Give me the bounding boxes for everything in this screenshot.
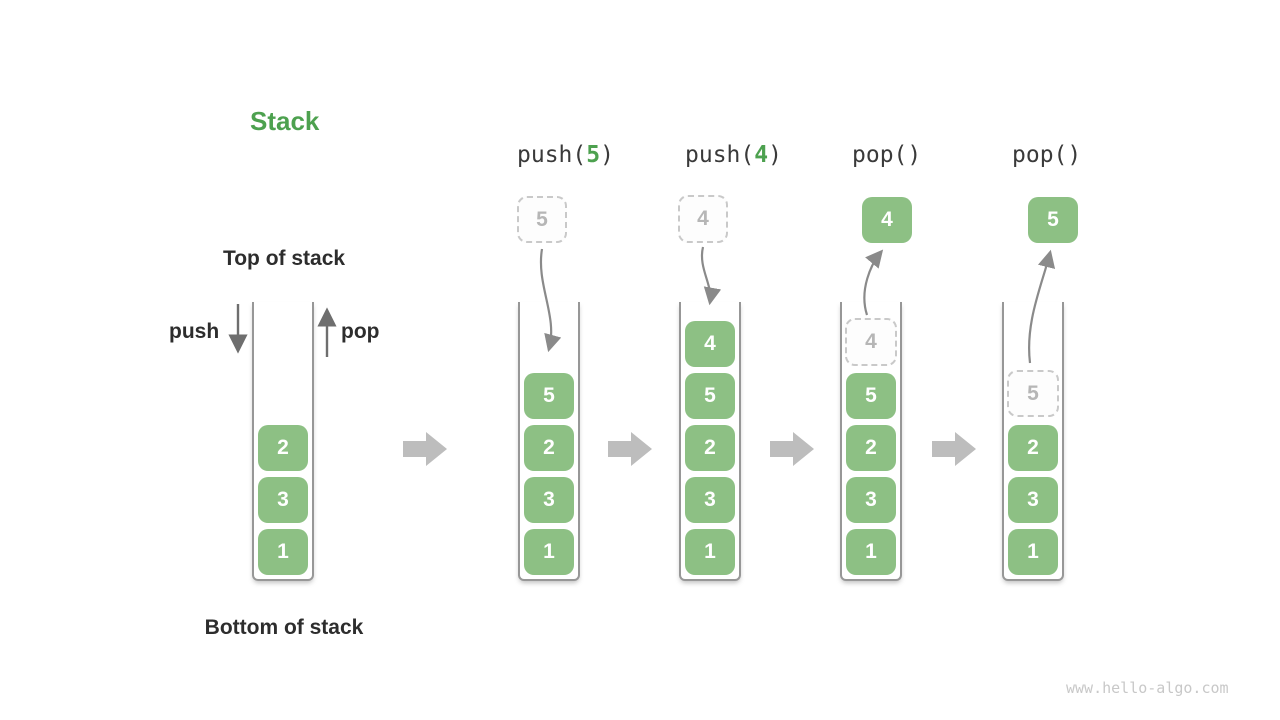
stack-element: 1 <box>846 529 896 575</box>
flow-arrow-icon <box>770 432 814 466</box>
popped-value-box: 4 <box>862 197 912 243</box>
flow-arrow-icon <box>403 432 447 466</box>
stack-element: 2 <box>524 425 574 471</box>
popped-value-box: 5 <box>1028 197 1078 243</box>
op-text: ) <box>600 142 614 168</box>
op-text: push( <box>685 142 755 168</box>
op-label-push-4: push(4) <box>685 142 782 168</box>
op-arg: 4 <box>754 142 769 168</box>
bottom-of-stack-label: Bottom of stack <box>204 616 364 639</box>
stack-element: 1 <box>524 529 574 575</box>
watermark: www.hello-algo.com <box>1066 679 1229 697</box>
flow-arrow-icon <box>608 432 652 466</box>
pop-label: pop <box>341 320 380 343</box>
stack-element: 1 <box>258 529 308 575</box>
op-text: ) <box>1067 142 1082 168</box>
op-text: pop( <box>1012 142 1068 168</box>
op-label-pop-1: pop() <box>852 142 921 168</box>
stack-element: 2 <box>685 425 735 471</box>
pending-value-box: 5 <box>517 196 567 243</box>
stack-element: 1 <box>685 529 735 575</box>
stack-element: 3 <box>258 477 308 523</box>
op-text: push( <box>517 142 587 168</box>
ghost-value-box: 5 <box>1007 370 1059 417</box>
stack-element: 2 <box>258 425 308 471</box>
stack-element: 5 <box>685 373 735 419</box>
push-insert-arrow-2 <box>700 246 722 306</box>
op-arg: 5 <box>586 142 601 168</box>
stack-element: 3 <box>1008 477 1058 523</box>
stack-element: 1 <box>1008 529 1058 575</box>
stack-element: 3 <box>524 477 574 523</box>
stack-element: 3 <box>685 477 735 523</box>
op-label-pop-2: pop() <box>1012 142 1081 168</box>
op-text: pop( <box>852 142 908 168</box>
push-label: push <box>169 320 220 343</box>
op-label-push-5: push(5) <box>517 142 614 168</box>
op-text: ) <box>768 142 782 168</box>
pending-value-box: 4 <box>678 195 728 243</box>
diagram-title: Stack <box>250 106 320 136</box>
stack-element: 2 <box>846 425 896 471</box>
flow-arrow-icon <box>932 432 976 466</box>
stack-element: 2 <box>1008 425 1058 471</box>
top-of-stack-label: Top of stack <box>222 247 346 270</box>
stack-element: 3 <box>846 477 896 523</box>
stack-element: 5 <box>524 373 574 419</box>
stack-element: 5 <box>846 373 896 419</box>
ghost-value-box: 4 <box>845 318 897 366</box>
stack-element: 4 <box>685 321 735 367</box>
op-text: ) <box>907 142 922 168</box>
